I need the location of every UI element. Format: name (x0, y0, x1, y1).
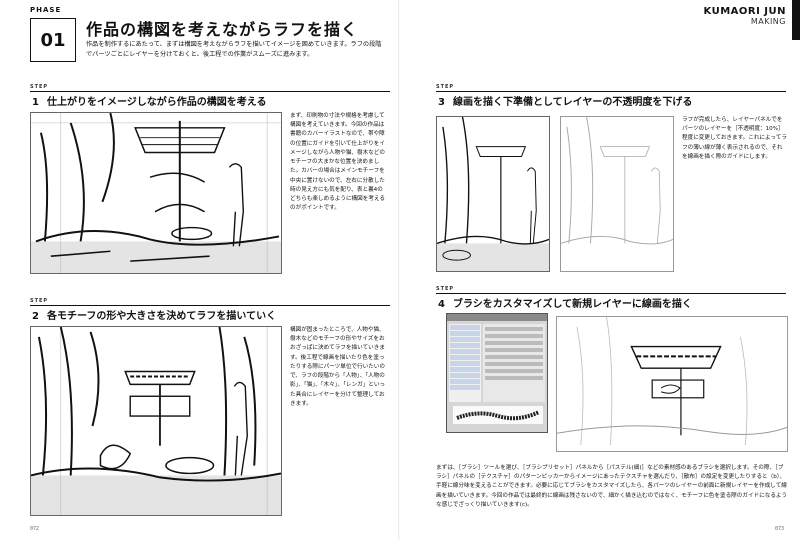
step-1-text: まず、印刷物の寸法や規格を考慮して構図を考えていきます。今回の作品は書籍のカバー… (290, 113, 385, 212)
step-1-number: 1 (32, 97, 39, 108)
rough-sketch-illustration (31, 113, 281, 273)
step-1-heading: 仕上がりをイメージしながら作品の構図を考える (46, 97, 267, 108)
step-4-rule (436, 293, 786, 294)
step-3-title: 3 線画を描く下準備としてレイヤーの不透明度を下げる (438, 93, 692, 108)
phase-number: 01 (40, 29, 66, 51)
line-art-sketch-b (560, 116, 674, 272)
phase-label: PHASE (30, 6, 62, 14)
motif-sketch-illustration (31, 327, 281, 515)
brand-block: KUMAORI JUN MAKING (704, 6, 787, 26)
step-4-title: 4 ブラシをカスタマイズして新規レイヤーに線画を描く (438, 295, 692, 310)
line-art-illustration-b (561, 117, 673, 245)
page-title: 作品の構図を考えながらラフを描く (86, 20, 359, 39)
rough-sketch-motifs (30, 326, 282, 516)
brush-option-list (449, 324, 481, 402)
step-3-text: ラフが完成したら、レイヤーパネルでをパーツのレイヤーを［不透明度：10%］程度に… (682, 117, 787, 160)
intro-text: 作品を制作するにあたって、まずは構図を考えながらラフを描いてイメージを固めていき… (86, 41, 382, 58)
edge-bar (792, 0, 800, 40)
rough-sketch-composition (30, 112, 282, 274)
step-4-heading: ブラシをカスタマイズして新規レイヤーに線画を描く (452, 299, 692, 310)
brush-settings-panel-screenshot (446, 313, 548, 433)
panel-titlebar (447, 314, 547, 321)
step-3-number: 3 (438, 97, 445, 108)
brush-stroke-preview (453, 406, 543, 424)
step-4-text: まずは、［ブラシ］ツールを選び、［ブラシプリセット］パネルから［パステル(細)］… (436, 465, 788, 508)
brush-settings-controls (483, 324, 545, 402)
brush-line-art (556, 316, 788, 452)
step-1-tag: STEP (30, 84, 49, 90)
step-2-heading: 各モチーフの形や大きさを決めてラフを描いていく (46, 311, 277, 322)
step-4-number: 4 (438, 299, 445, 310)
left-page: PHASE 01 作品の構図を考えながらラフを描く 作品を制作するにあたって、ま… (30, 6, 390, 532)
step-2-title: 2 各モチーフの形や大きさを決めてラフを描いていく (32, 307, 276, 322)
page-number-right: 073 (774, 526, 784, 532)
line-art-sketch-a (436, 116, 550, 272)
step-1-rule (30, 91, 390, 92)
step-3-rule (436, 91, 786, 92)
step-2-number: 2 (32, 311, 39, 322)
page-number-left: 072 (30, 526, 40, 532)
line-art-illustration-a (437, 117, 549, 271)
step-2-text: 構図が固まったところで、人物や猫、樹木などのモチーフの形やサイズをおおざっぱに決… (290, 327, 386, 407)
step-4-tag: STEP (436, 286, 455, 292)
brand-name: KUMAORI JUN (703, 6, 786, 17)
brand-subtitle: MAKING (750, 17, 786, 26)
phase-number-box: 01 (30, 18, 76, 62)
step-1-title: 1 仕上がりをイメージしながら作品の構図を考える (32, 93, 266, 108)
right-page: KUMAORI JUN MAKING STEP 3 線画を描く下準備としてレイヤー… (400, 0, 800, 540)
step-2-tag: STEP (30, 298, 49, 304)
step-3-heading: 線画を描く下準備としてレイヤーの不透明度を下げる (452, 97, 693, 108)
brush-line-art-illustration (557, 317, 787, 446)
brush-stroke-preview-graphic (456, 410, 540, 421)
step-2-rule (30, 305, 390, 306)
step-3-tag: STEP (436, 84, 455, 90)
